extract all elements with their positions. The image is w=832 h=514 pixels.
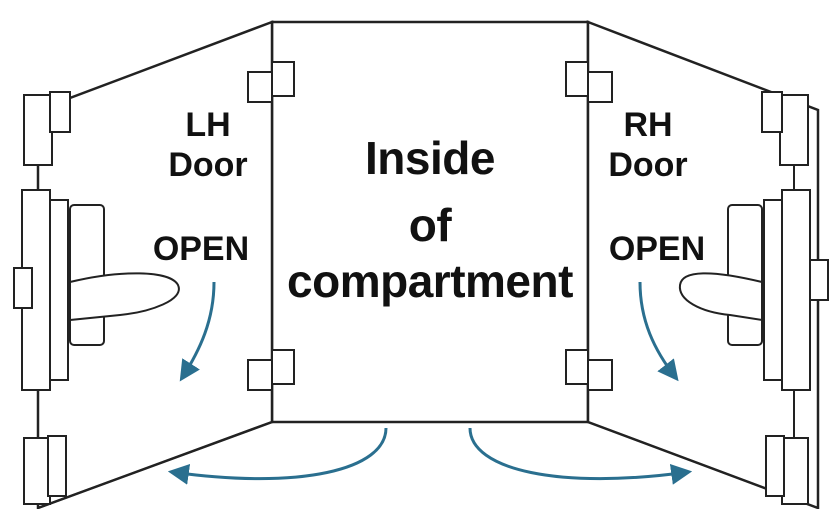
center-label-line1: Inside (300, 135, 560, 181)
center-label-line2: of (300, 202, 560, 248)
right-door-side-label: RH (608, 108, 688, 142)
right-open-label: OPEN (592, 232, 722, 266)
left-open-label: OPEN (136, 232, 266, 266)
center-label-line3: compartment (282, 258, 578, 304)
left-door-word-label: Door (150, 148, 266, 182)
left-door-side-label: LH (168, 108, 248, 142)
right-door-word-label: Door (590, 148, 706, 182)
